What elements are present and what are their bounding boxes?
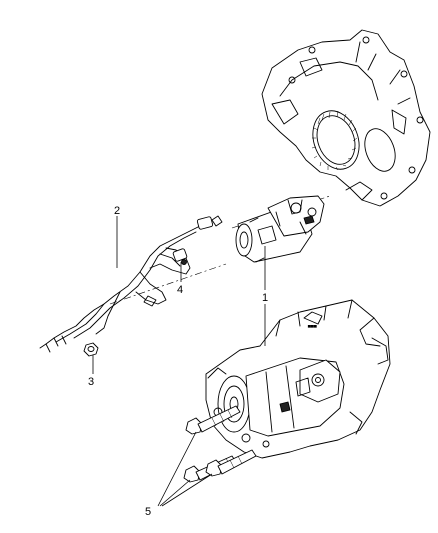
alignment-centerline-lower — [109, 263, 227, 305]
nut — [83, 342, 99, 357]
installed-starter-assembly: ≡≡≡ — [205, 299, 391, 459]
starter-wiring-harness — [39, 215, 223, 353]
callout-3: 3 — [88, 376, 94, 388]
svg-text:≡≡≡: ≡≡≡ — [308, 324, 317, 330]
callout-5: 5 — [145, 506, 151, 518]
mounting-bolts — [183, 405, 257, 483]
bolt-lower-right — [205, 449, 257, 477]
leader-5b — [159, 479, 191, 507]
callout-1: 1 — [262, 292, 268, 304]
callout-2: 2 — [114, 205, 120, 217]
callout-4: 4 — [177, 284, 183, 296]
starter-motor — [235, 195, 325, 263]
leader-lines — [92, 216, 266, 507]
flywheel-housing — [261, 29, 431, 207]
bolt-upper — [185, 405, 241, 435]
leader-5c — [161, 473, 213, 507]
leader-5a — [157, 431, 197, 507]
